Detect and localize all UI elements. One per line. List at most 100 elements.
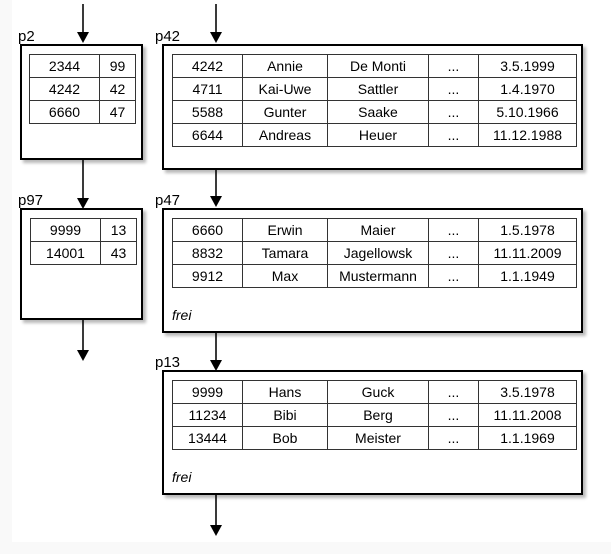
page-label-p97: p97 — [18, 192, 44, 209]
cell-last: Mustermann — [327, 264, 429, 288]
cell-last: Heuer — [327, 123, 429, 147]
cell-id: 9912 — [172, 264, 243, 288]
cell-last: Meister — [327, 426, 429, 450]
cell-date: 3.5.1999 — [478, 54, 577, 78]
cell-id: 4711 — [172, 77, 243, 101]
cell-id: 13444 — [172, 426, 243, 450]
cell-id: 6644 — [172, 123, 243, 147]
cell-first: Kai-Uwe — [242, 77, 328, 101]
cell-first: Annie — [242, 54, 328, 78]
cell-more: ... — [428, 100, 479, 124]
data-table-p47: 6660 Erwin Maier ... 1.5.1978 8832 Tamar… — [172, 218, 577, 288]
cell-id: 6660 — [172, 218, 243, 242]
table-row[interactable]: 6660 47 — [29, 100, 136, 124]
free-space-label-p13: frei — [172, 469, 192, 485]
table-row[interactable]: 9999 13 — [30, 218, 137, 242]
cell-more: ... — [428, 403, 479, 427]
cell-first: Erwin — [242, 218, 328, 242]
cell-date: 11.11.2008 — [478, 403, 577, 427]
data-table-p13: 9999 Hans Guck ... 3.5.1978 11234 Bibi B… — [172, 380, 577, 450]
page-label-p47: p47 — [155, 192, 181, 209]
cell-date: 11.12.1988 — [478, 123, 577, 147]
cell-first: Hans — [242, 380, 328, 404]
arrow-shaft — [215, 495, 217, 527]
cell-more: ... — [428, 77, 479, 101]
cell-last: Maier — [327, 218, 429, 242]
cell-date: 3.5.1978 — [478, 380, 577, 404]
cell-id: 11234 — [172, 403, 243, 427]
cell-last: De Monti — [327, 54, 429, 78]
cell-first: Andreas — [242, 123, 328, 147]
table-row[interactable]: 14001 43 — [30, 241, 137, 265]
cell-id: 8832 — [172, 241, 243, 265]
table-row[interactable]: 2344 99 — [29, 54, 136, 78]
cell-more: ... — [428, 380, 479, 404]
cell-id: 5588 — [172, 100, 243, 124]
cell-last: Saake — [327, 100, 429, 124]
table-row[interactable]: 11234 Bibi Berg ... 11.11.2008 — [172, 403, 577, 427]
arrow-head — [77, 198, 89, 209]
index-ptr-cell: 99 — [99, 54, 136, 78]
cell-more: ... — [428, 426, 479, 450]
cell-first: Max — [242, 264, 328, 288]
table-row[interactable]: 4711 Kai-Uwe Sattler ... 1.4.1970 — [172, 77, 577, 101]
cell-date: 1.1.1949 — [478, 264, 577, 288]
arrow-head — [210, 525, 222, 536]
page-label-p2: p2 — [18, 28, 35, 45]
cell-date: 1.1.1969 — [478, 426, 577, 450]
table-row[interactable]: 4242 42 — [29, 77, 136, 101]
table-row[interactable]: 9999 Hans Guck ... 3.5.1978 — [172, 380, 577, 404]
cell-more: ... — [428, 241, 479, 265]
index-table-p97: 9999 13 14001 43 — [30, 218, 137, 265]
table-row[interactable]: 4242 Annie De Monti ... 3.5.1999 — [172, 54, 577, 78]
free-space-label-p47: frei — [172, 307, 192, 323]
index-key-cell: 2344 — [29, 54, 100, 78]
index-ptr-cell: 47 — [99, 100, 136, 124]
cell-date: 11.11.2009 — [478, 241, 577, 265]
index-key-cell: 4242 — [29, 77, 100, 101]
arrow-shaft — [82, 4, 84, 34]
index-ptr-cell: 43 — [100, 241, 137, 265]
cell-first: Tamara — [242, 241, 328, 265]
cell-first: Gunter — [242, 100, 328, 124]
index-table-p2: 2344 99 4242 42 6660 47 — [29, 54, 136, 124]
table-row[interactable]: 9912 Max Mustermann ... 1.1.1949 — [172, 264, 577, 288]
cell-last: Guck — [327, 380, 429, 404]
table-row[interactable]: 5588 Gunter Saake ... 5.10.1966 — [172, 100, 577, 124]
cell-id: 4242 — [172, 54, 243, 78]
cell-last: Jagellowsk — [327, 241, 429, 265]
arrow-shaft — [215, 333, 217, 362]
arrow-shaft — [215, 4, 217, 34]
arrow-head — [210, 196, 222, 207]
table-row[interactable]: 6644 Andreas Heuer ... 11.12.1988 — [172, 123, 577, 147]
data-table-p42: 4242 Annie De Monti ... 3.5.1999 4711 Ka… — [172, 54, 577, 147]
page-label-p42: p42 — [155, 28, 181, 45]
arrow-shaft — [215, 170, 217, 198]
cell-date: 1.4.1970 — [478, 77, 577, 101]
page-label-p13: p13 — [155, 354, 181, 371]
arrow-head — [77, 32, 89, 43]
arrow-head — [210, 32, 222, 43]
index-key-cell: 9999 — [30, 218, 101, 242]
index-key-cell: 6660 — [29, 100, 100, 124]
cell-first: Bibi — [242, 403, 328, 427]
table-row[interactable]: 8832 Tamara Jagellowsk ... 11.11.2009 — [172, 241, 577, 265]
cell-more: ... — [428, 123, 479, 147]
index-key-cell: 14001 — [30, 241, 101, 265]
cell-last: Berg — [327, 403, 429, 427]
cell-first: Bob — [242, 426, 328, 450]
arrow-shaft — [82, 160, 84, 200]
arrow-head — [210, 360, 222, 371]
cell-more: ... — [428, 264, 479, 288]
arrow-shaft — [82, 320, 84, 352]
index-ptr-cell: 42 — [99, 77, 136, 101]
cell-more: ... — [428, 218, 479, 242]
cell-date: 5.10.1966 — [478, 100, 577, 124]
arrow-head — [77, 350, 89, 361]
table-row[interactable]: 6660 Erwin Maier ... 1.5.1978 — [172, 218, 577, 242]
index-ptr-cell: 13 — [100, 218, 137, 242]
cell-id: 9999 — [172, 380, 243, 404]
table-row[interactable]: 13444 Bob Meister ... 1.1.1969 — [172, 426, 577, 450]
cell-last: Sattler — [327, 77, 429, 101]
